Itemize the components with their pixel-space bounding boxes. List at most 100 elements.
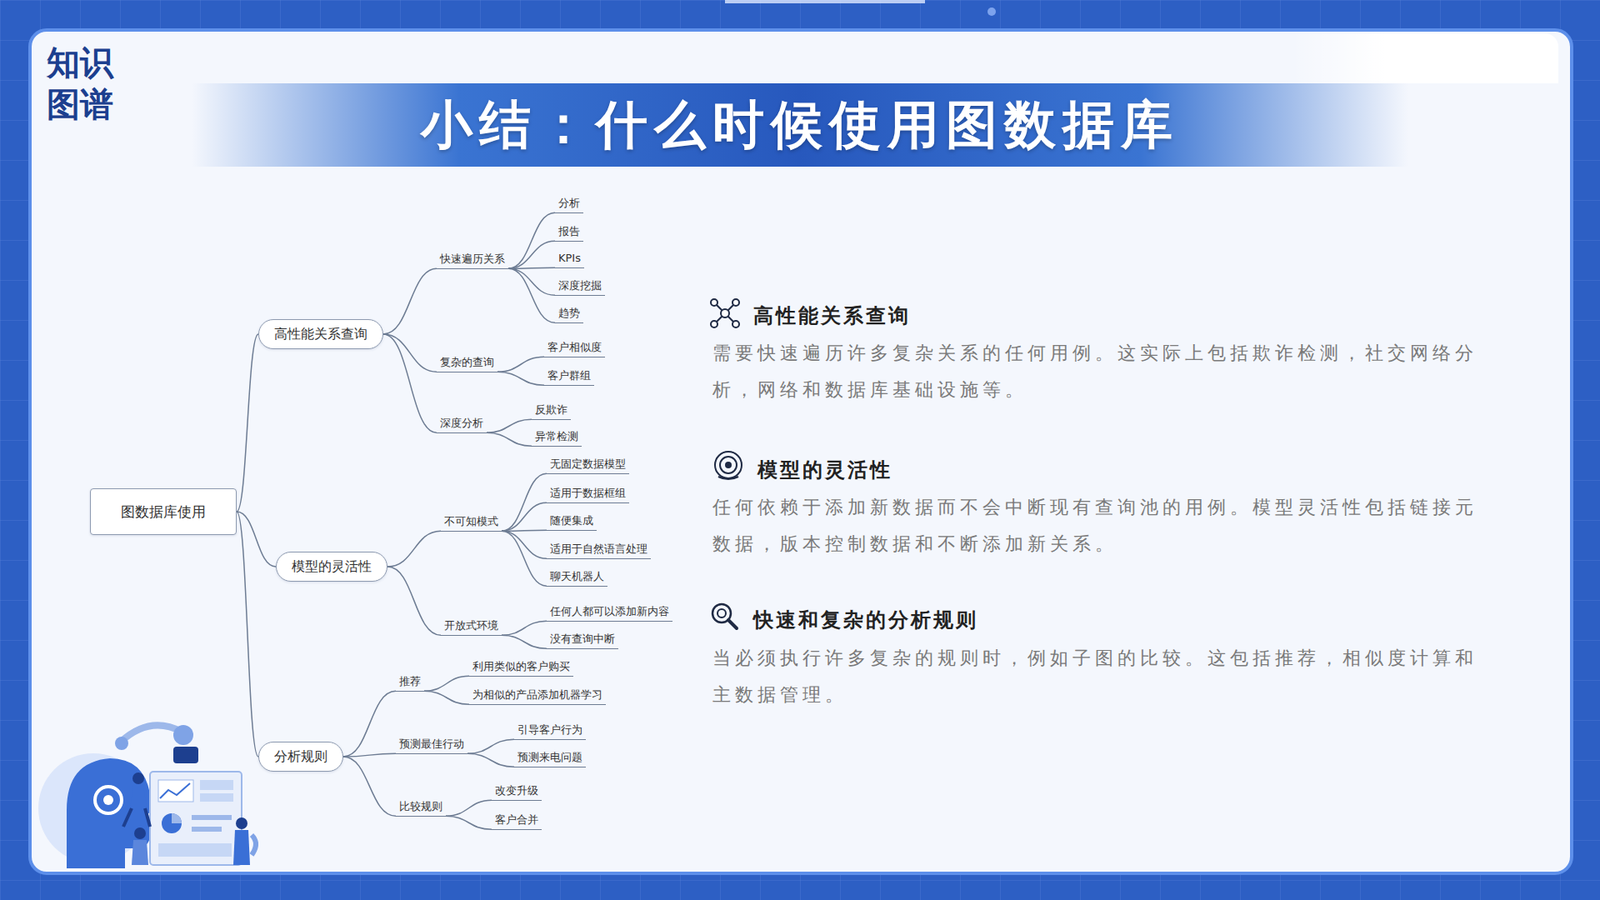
- root-box: 图数据库使用: [90, 488, 237, 535]
- node-label: 深度分析: [440, 416, 484, 430]
- node-label: 快速遍历关系: [440, 252, 505, 266]
- leaf-topic: 客户群组: [544, 367, 595, 386]
- node-label: 任何人都可以添加新内容: [550, 605, 670, 619]
- leaf-topic: 利用类似的客户购买: [469, 658, 574, 677]
- mindmap-link: [508, 267, 555, 269]
- node-label: 报告: [558, 225, 580, 239]
- node-label: 预测最佳行动: [399, 737, 465, 751]
- node-label: 分析规则: [274, 748, 328, 766]
- node-label: KPIs: [558, 251, 581, 265]
- mindmap-link: [508, 268, 555, 295]
- section-body: 需要快速遍历许多复杂关系的任何用例。这实际上包括欺诈检测，社交网络分析，网络和数…: [712, 335, 1488, 409]
- node-label: 高性能关系查询: [274, 325, 368, 344]
- node-label: 适用于数据框组: [550, 486, 626, 500]
- mindmap-link: [467, 739, 515, 754]
- mindmap-link: [486, 419, 532, 433]
- network-icon: [708, 296, 742, 330]
- leaf-topic: 适用于数据框组: [546, 485, 630, 504]
- mindmap-link: [343, 690, 396, 757]
- mindmap-link: [343, 753, 396, 757]
- subtopic-underline: 快速遍历关系: [436, 250, 509, 270]
- section-heading: 模型的灵活性: [757, 457, 1341, 483]
- magnifier-icon: [709, 600, 741, 633]
- branch-pill: 模型的灵活性: [275, 551, 388, 582]
- leaf-topic: 随便集成: [546, 512, 597, 531]
- node-label: 无固定数据模型: [550, 457, 626, 471]
- section-body: 任何依赖于添加新数据而不会中断现有查询池的用例。模型灵活性包括链接元数据，版本控…: [712, 489, 1488, 563]
- mindmap-link: [501, 502, 547, 531]
- leaf-topic: 报告: [555, 223, 584, 242]
- mindmap-link: [236, 334, 259, 512]
- mindmap-link: [497, 371, 545, 385]
- section-heading: 高性能关系查询: [753, 303, 1337, 329]
- mindmap-link: [424, 675, 470, 691]
- node-label: 客户相似度: [547, 340, 602, 355]
- leaf-topic: 无固定数据模型: [546, 455, 630, 475]
- leaf-topic: 预测来电问题: [514, 749, 586, 768]
- leaf-topic: 客户相似度: [544, 339, 605, 358]
- mindmap-link: [501, 530, 547, 531]
- leaf-topic: 深度挖掘: [555, 277, 605, 296]
- mindmap-link: [387, 566, 441, 635]
- subtopic-underline: 比较规则: [395, 798, 446, 817]
- node-label: 深度挖掘: [558, 279, 602, 293]
- mindmap-link: [424, 690, 470, 705]
- node-label: 不可知模式: [444, 515, 499, 529]
- mindmap-link: [501, 530, 547, 559]
- mindmap-link: [383, 334, 437, 372]
- corner-fade: [1291, 33, 1559, 84]
- node-label: 分析: [558, 196, 580, 210]
- subtopic-underline: 预测最佳行动: [395, 735, 468, 755]
- node-label: 适用于自然语言处理: [550, 542, 648, 556]
- mindmap-link: [497, 356, 545, 372]
- node-label: 没有查询中断: [550, 632, 615, 646]
- node-label: 反欺诈: [535, 403, 568, 417]
- node-label: 客户合并: [495, 813, 539, 827]
- tech-illustration: [33, 710, 259, 870]
- section-body: 当必须执行许多复杂的规则时，例如子图的比较。这包括推荐，相似度计算和主数据管理。: [712, 640, 1488, 714]
- leaf-topic: 适用于自然语言处理: [546, 540, 651, 560]
- leaf-topic: 引导客户行为: [514, 721, 586, 740]
- node-label: 模型的灵活性: [291, 558, 372, 576]
- mindmap-link: [343, 756, 396, 816]
- leaf-topic: 为相似的产品添加机器学习: [469, 686, 606, 705]
- node-label: 随便集成: [550, 514, 594, 528]
- node-label: 为相似的产品添加机器学习: [472, 688, 603, 702]
- mindmap-link: [467, 753, 515, 767]
- title-text: 小结：什么时候使用图数据库: [420, 90, 1180, 160]
- mindmap-link: [445, 815, 492, 830]
- leaf-topic: 任何人都可以添加新内容: [546, 603, 673, 622]
- mindmap-link: [501, 473, 547, 531]
- mindmap-link: [501, 530, 547, 586]
- subtopic-underline: 深度分析: [436, 415, 487, 434]
- mindmap-link: [508, 240, 555, 269]
- mindmap-link: [501, 635, 547, 649]
- leaf-topic: 趋势: [555, 305, 584, 324]
- leaf-topic: 客户合并: [491, 811, 542, 830]
- node-label: 推荐: [399, 675, 421, 689]
- mindmap-link: [486, 432, 532, 446]
- leaf-topic: 反欺诈: [531, 401, 571, 420]
- mindmap-link: [508, 268, 555, 323]
- target-icon: [711, 448, 745, 482]
- node-label: 引导客户行为: [517, 723, 583, 737]
- node-label: 开放式环境: [444, 619, 499, 633]
- mindmap-link: [236, 511, 259, 757]
- mindmap-link: [383, 334, 437, 433]
- node-label: 利用类似的客户购买: [472, 660, 570, 674]
- leaf-topic: 改变升级: [491, 782, 542, 801]
- mindmap-link: [508, 212, 555, 269]
- node-label: 复杂的查询: [440, 355, 495, 370]
- node-label: 图数据库使用: [120, 502, 206, 522]
- leaf-topic: KPIs: [555, 250, 585, 269]
- node-label: 异常检测: [535, 430, 579, 444]
- node-label: 改变升级: [495, 784, 539, 798]
- leaf-topic: 聊天机器人: [546, 568, 608, 587]
- node-label: 趋势: [558, 306, 580, 320]
- leaf-topic: 分析: [555, 195, 584, 214]
- mindmap-link: [501, 620, 547, 635]
- branch-pill: 高性能关系查询: [258, 319, 384, 350]
- subtopic-underline: 不可知模式: [440, 513, 502, 532]
